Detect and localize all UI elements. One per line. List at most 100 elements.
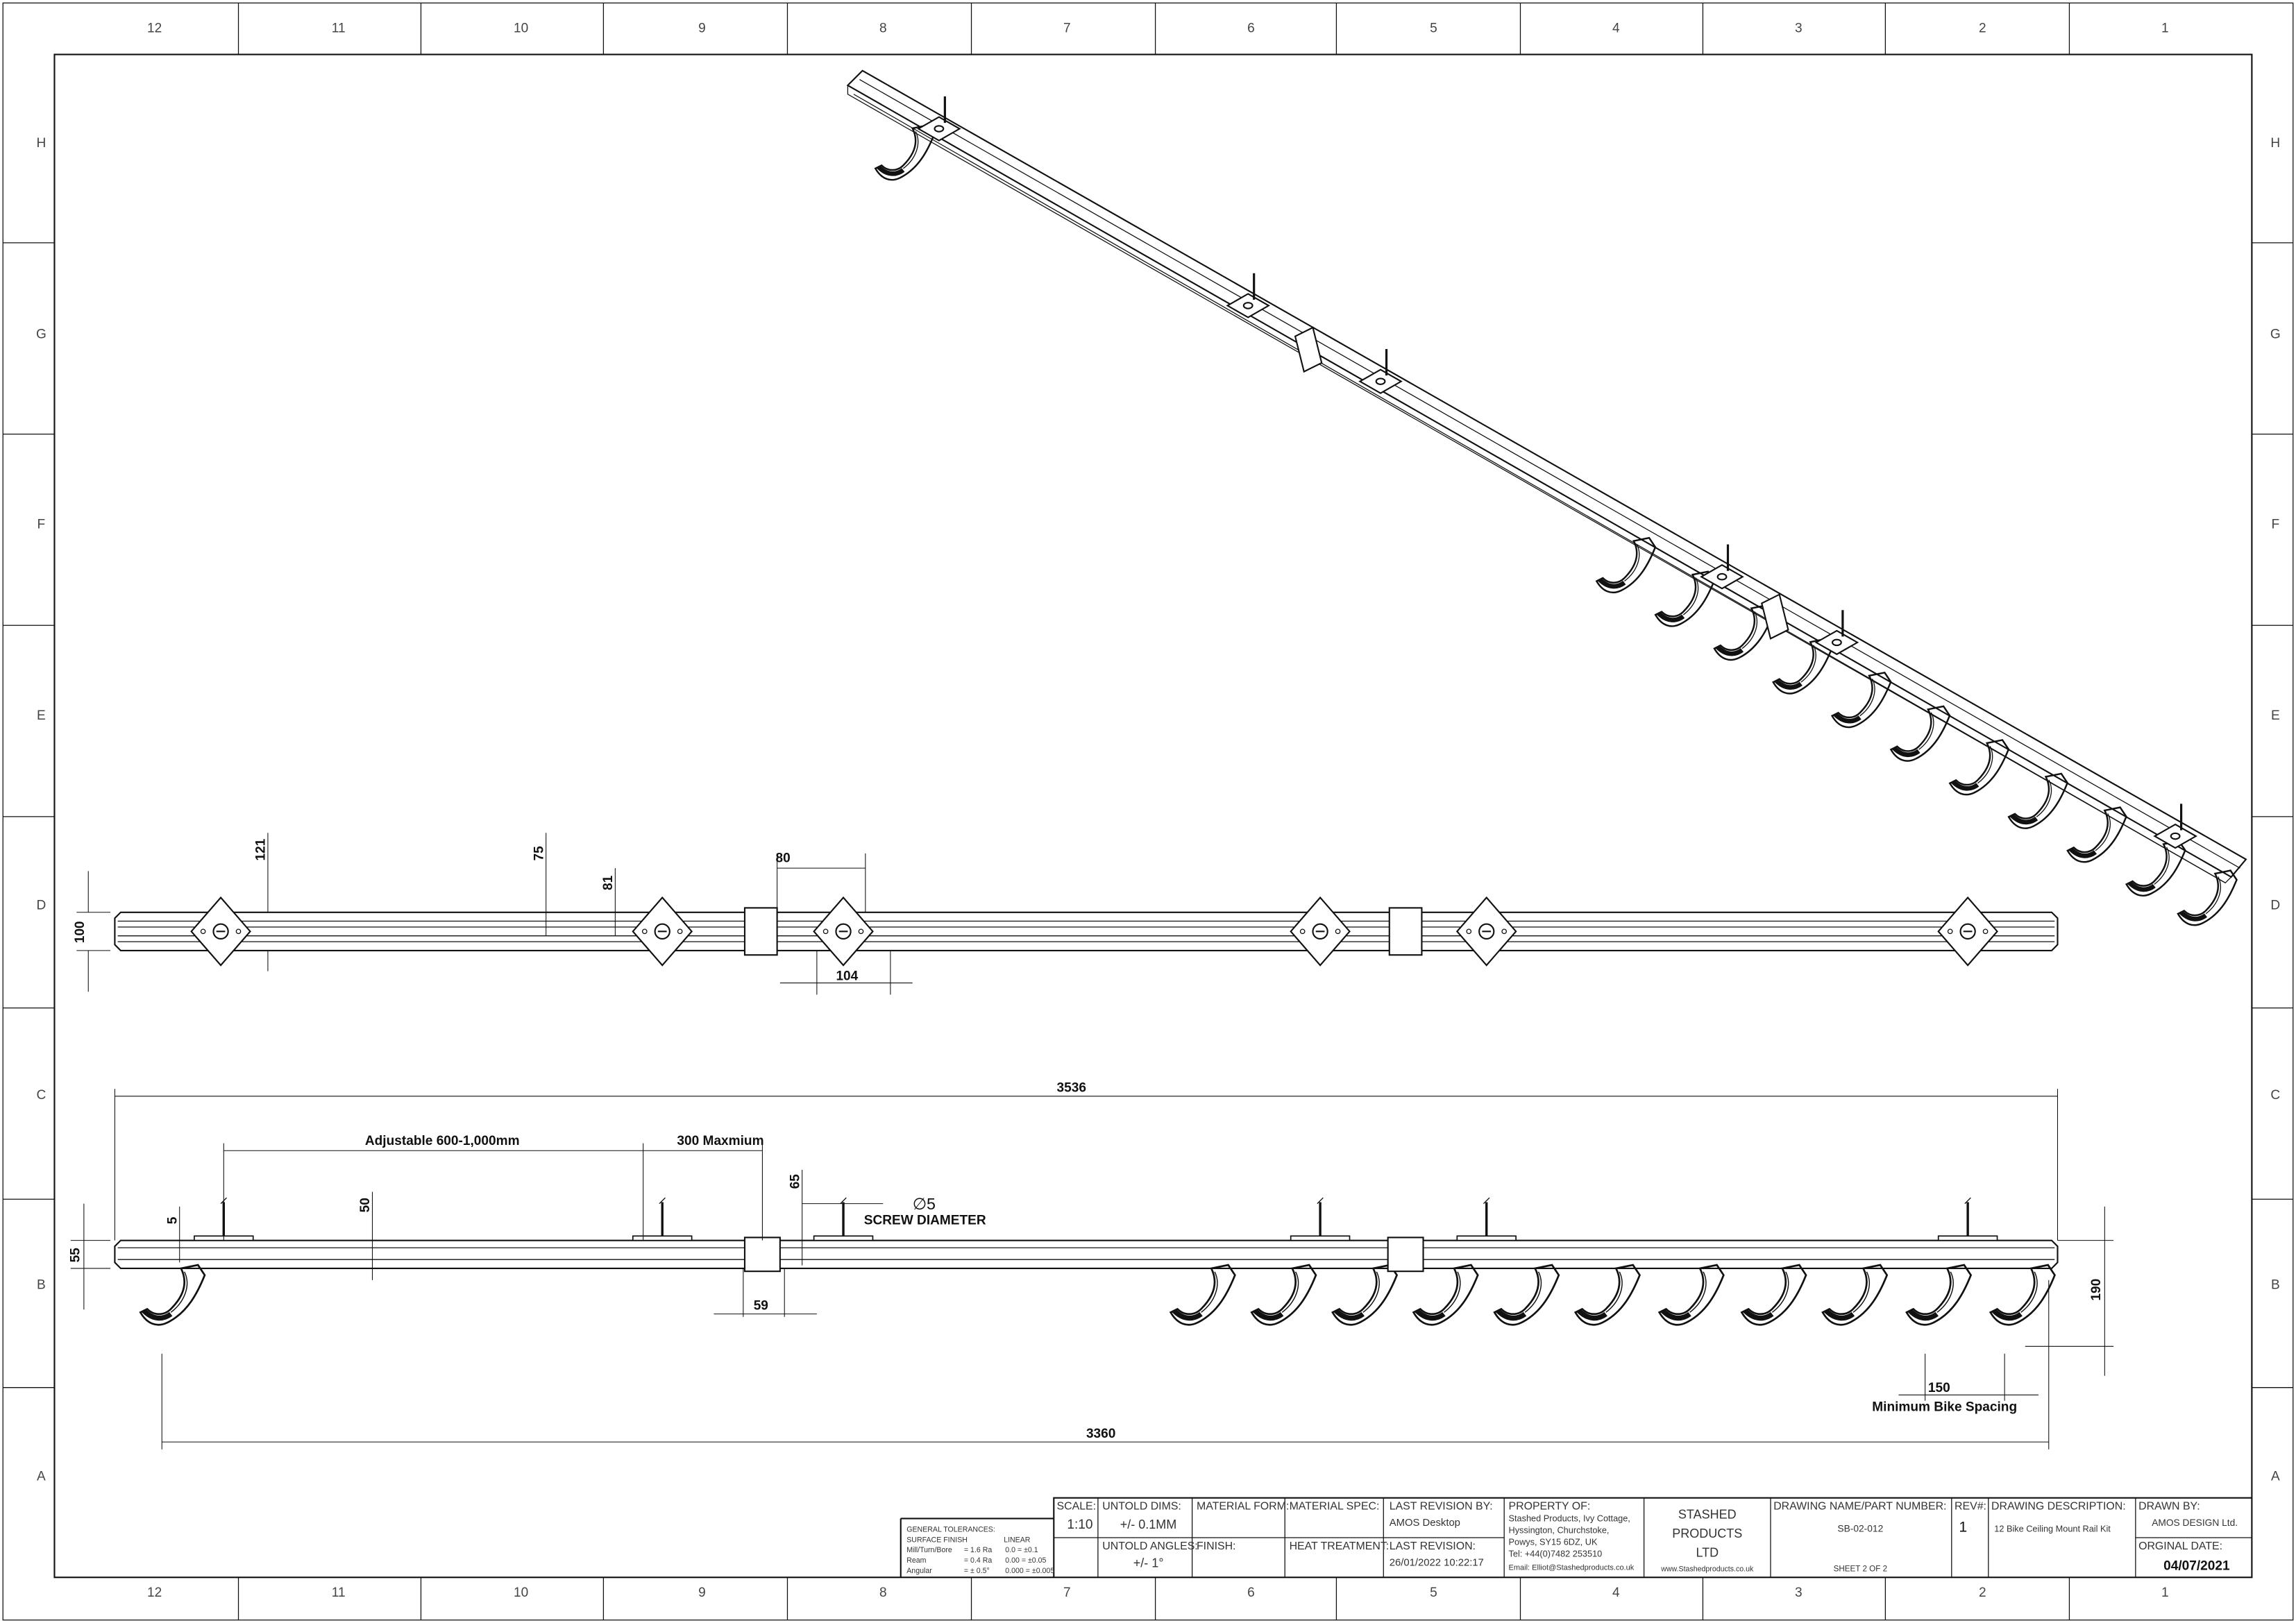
column-label: 10 bbox=[514, 1586, 528, 1600]
surface-finish-label: SURFACE FINISH bbox=[906, 1536, 968, 1544]
drawn-by-label: DRAWN BY: bbox=[2138, 1501, 2200, 1513]
side-view-screws bbox=[194, 1197, 1998, 1273]
dim-3360: 3360 bbox=[1086, 1427, 1115, 1441]
material-form-label: MATERIAL FORM: bbox=[1197, 1501, 1289, 1513]
iso-bike-hook bbox=[2066, 806, 2127, 863]
dim-screw-diameter-symbol: ∅5 bbox=[913, 1195, 936, 1213]
row-label: C bbox=[36, 1088, 46, 1103]
top-mount-bracket bbox=[190, 896, 251, 967]
side-dimension-lines bbox=[70, 1089, 2114, 1450]
original-date: 04/07/2021 bbox=[2163, 1559, 2230, 1574]
iso-bike-hook bbox=[1830, 671, 1892, 729]
top-mount-bracket bbox=[813, 896, 874, 967]
column-label: 8 bbox=[879, 1586, 887, 1600]
company-name-line: STASHED bbox=[1678, 1507, 1737, 1521]
property-line: Stashed Products, Ivy Cottage, bbox=[1509, 1513, 1630, 1524]
row-label: A bbox=[37, 1469, 46, 1484]
iso-brackets bbox=[917, 96, 2197, 849]
dim-screw-diameter-label: SCREW DIAMETER bbox=[864, 1213, 986, 1227]
top-view-brackets bbox=[190, 896, 1998, 967]
last-revision-by: AMOS Desktop bbox=[1390, 1518, 1460, 1529]
column-label: 4 bbox=[1612, 22, 1620, 36]
linear-label: LINEAR bbox=[1004, 1536, 1031, 1544]
top-mount-bracket bbox=[1290, 896, 1351, 967]
row-label: B bbox=[2271, 1278, 2280, 1293]
property-line: Powys, SY15 6DZ, UK bbox=[1509, 1537, 1598, 1547]
column-label: 7 bbox=[1063, 22, 1071, 36]
dim-75: 75 bbox=[532, 846, 546, 861]
top-rail-connector bbox=[743, 907, 778, 956]
side-rail-connector bbox=[743, 1237, 781, 1273]
company-url: www.Stashedproducts.co.uk bbox=[1660, 1565, 1754, 1574]
iso-rail-connector bbox=[1294, 326, 1323, 373]
drawing-number: SB-02-012 bbox=[1837, 1523, 1883, 1533]
dim-150: 150 bbox=[1928, 1381, 1950, 1395]
bike-hook bbox=[139, 1264, 206, 1326]
iso-hooks bbox=[874, 124, 2238, 926]
material-spec-label: MATERIAL SPEC: bbox=[1290, 1501, 1380, 1513]
column-label: 11 bbox=[332, 22, 346, 36]
dim-190: 190 bbox=[2089, 1279, 2104, 1301]
bike-hook bbox=[1412, 1264, 1479, 1326]
top-mount-bracket bbox=[1455, 896, 1517, 967]
column-label: 3 bbox=[1795, 1586, 1803, 1600]
heat-treatment-label: HEAT TREATMENT: bbox=[1290, 1540, 1390, 1552]
bike-hook bbox=[1250, 1264, 1317, 1326]
property-line: Tel: +44(0)7482 253510 bbox=[1509, 1549, 1603, 1559]
side-ceiling-screw bbox=[1937, 1197, 1998, 1241]
side-ceiling-screw bbox=[813, 1197, 874, 1241]
row-label: D bbox=[2270, 899, 2280, 913]
bike-hook bbox=[1657, 1264, 1725, 1326]
top-mount-bracket bbox=[632, 896, 693, 967]
column-label: 12 bbox=[147, 1586, 162, 1600]
column-label: 2 bbox=[1979, 1586, 1986, 1600]
column-label: 8 bbox=[879, 22, 887, 36]
tolerances-title: GENERAL TOLERANCES: bbox=[906, 1525, 995, 1533]
side-ceiling-screw bbox=[1456, 1197, 1517, 1241]
original-date-label: ORGINAL DATE: bbox=[2138, 1540, 2222, 1552]
bike-hook bbox=[1740, 1264, 1807, 1326]
column-label: 11 bbox=[332, 1586, 346, 1600]
row-label: B bbox=[37, 1278, 46, 1293]
column-label: 9 bbox=[698, 22, 706, 36]
dim-104: 104 bbox=[836, 969, 858, 983]
tol-row-linear: 0.00 = ±0.05 bbox=[1005, 1556, 1046, 1565]
iso-mount-bracket bbox=[1814, 610, 1859, 656]
column-label: 12 bbox=[147, 22, 162, 36]
drawing-name-label: DRAWING NAME/PART NUMBER: bbox=[1773, 1501, 1946, 1513]
column-label: 4 bbox=[1612, 1586, 1620, 1600]
rev-label: REV#: bbox=[1955, 1501, 1986, 1513]
row-label: E bbox=[37, 708, 46, 723]
isometric-view bbox=[846, 69, 2247, 926]
column-label: 1 bbox=[2161, 22, 2169, 36]
top-dimension-lines bbox=[76, 833, 913, 995]
iso-mount-bracket bbox=[1358, 348, 1403, 394]
iso-mount-bracket bbox=[917, 96, 961, 142]
column-label: 5 bbox=[1430, 22, 1437, 36]
tol-row-label: Mill/Turn/Bore bbox=[906, 1546, 952, 1554]
iso-bike-hook bbox=[1713, 604, 1774, 661]
iso-rail-connector bbox=[1761, 593, 1789, 640]
dim-55: 55 bbox=[69, 1248, 83, 1263]
tol-row-linear: 0.0 = ±0.1 bbox=[1005, 1546, 1038, 1554]
dim-50: 50 bbox=[358, 1198, 373, 1212]
untold-angles-label: UNTOLD ANGLES: bbox=[1102, 1540, 1197, 1552]
row-label: A bbox=[2271, 1469, 2280, 1484]
dim-min-spacing: Minimum Bike Spacing bbox=[1872, 1400, 2017, 1415]
column-label: 7 bbox=[1063, 1586, 1071, 1600]
last-revision-date: 26/01/2022 10:22:17 bbox=[1390, 1557, 1484, 1568]
dim-100: 100 bbox=[73, 921, 87, 943]
iso-bike-hook bbox=[1772, 638, 1833, 695]
side-ceiling-screw bbox=[632, 1197, 693, 1241]
top-mount-bracket bbox=[1937, 896, 1998, 967]
column-label: 6 bbox=[1247, 22, 1255, 36]
dim-65: 65 bbox=[788, 1174, 802, 1189]
bike-hook bbox=[1331, 1264, 1399, 1326]
row-label: G bbox=[36, 328, 47, 342]
dim-81: 81 bbox=[601, 875, 616, 890]
iso-mount-bracket bbox=[1700, 544, 1744, 590]
column-label: 5 bbox=[1430, 1586, 1437, 1600]
iso-bike-hook bbox=[1889, 705, 1951, 762]
